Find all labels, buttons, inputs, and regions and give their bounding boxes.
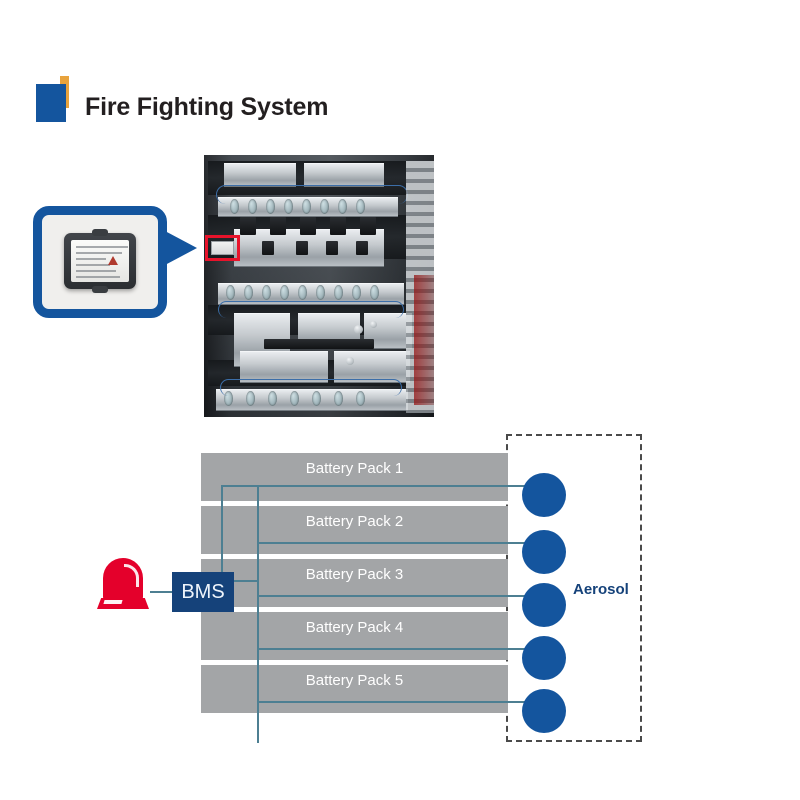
bms-box[interactable]: BMS bbox=[172, 572, 234, 612]
photo-busbar bbox=[224, 163, 296, 187]
battery-pack-label: Battery Pack 5 bbox=[305, 672, 404, 689]
warning-triangle-icon bbox=[108, 256, 118, 265]
battery-pack-label: Battery Pack 1 bbox=[305, 460, 404, 477]
battery-pack-row-1[interactable]: Battery Pack 1 bbox=[201, 453, 508, 501]
pack-3-signal-line bbox=[257, 595, 544, 597]
alarm-base bbox=[97, 598, 149, 609]
alarm-highlight bbox=[124, 564, 139, 587]
pack-1-signal-line bbox=[221, 485, 544, 487]
aerosol-label: Aerosol bbox=[573, 581, 629, 598]
photo-busbar bbox=[334, 351, 410, 383]
alarm-vent bbox=[103, 600, 123, 604]
callout-arrow-icon bbox=[165, 231, 197, 265]
pack-5-signal-line bbox=[257, 701, 544, 703]
battery-pack-label: Battery Pack 3 bbox=[305, 566, 404, 583]
callout-panel bbox=[33, 206, 167, 318]
bms-label: BMS bbox=[181, 581, 225, 603]
battery-cabinet-photo bbox=[204, 155, 434, 417]
photo-busbar bbox=[240, 351, 328, 383]
bms-bus-line bbox=[221, 485, 223, 580]
battery-pack-row-5[interactable]: Battery Pack 5 bbox=[201, 665, 508, 713]
alarm-bms-link bbox=[150, 591, 174, 593]
battery-pack-label: Battery Pack 4 bbox=[305, 619, 404, 636]
brand-logo bbox=[36, 76, 70, 122]
photo-highlight-box bbox=[205, 235, 240, 261]
bms-bus-line bbox=[257, 485, 259, 743]
highlighted-aerosol-device bbox=[211, 241, 234, 255]
photo-cable-bundle bbox=[414, 275, 434, 405]
aerosol-unit-4[interactable] bbox=[522, 636, 566, 680]
aerosol-unit-2[interactable] bbox=[522, 530, 566, 574]
battery-pack-row-2[interactable]: Battery Pack 2 bbox=[201, 506, 508, 554]
logo-square bbox=[36, 84, 66, 122]
page-header: Fire Fighting System bbox=[0, 0, 800, 150]
aerosol-unit-1[interactable] bbox=[522, 473, 566, 517]
device-label bbox=[71, 240, 129, 282]
alarm-beacon-icon bbox=[97, 556, 153, 610]
bms-bus-line bbox=[221, 580, 257, 582]
pack-4-signal-line bbox=[257, 648, 544, 650]
aerosol-unit-5[interactable] bbox=[522, 689, 566, 733]
system-diagram: Battery Pack 1 Battery Pack 2 Battery Pa… bbox=[0, 420, 800, 780]
battery-pack-row-4[interactable]: Battery Pack 4 bbox=[201, 612, 508, 660]
pack-2-signal-line bbox=[257, 542, 544, 544]
battery-pack-row-3[interactable]: Battery Pack 3 bbox=[201, 559, 508, 607]
aerosol-unit-3[interactable] bbox=[522, 583, 566, 627]
battery-pack-label: Battery Pack 2 bbox=[305, 513, 404, 530]
photo-busbar bbox=[304, 163, 384, 187]
aerosol-device-image bbox=[64, 229, 136, 293]
page-title: Fire Fighting System bbox=[85, 93, 329, 121]
